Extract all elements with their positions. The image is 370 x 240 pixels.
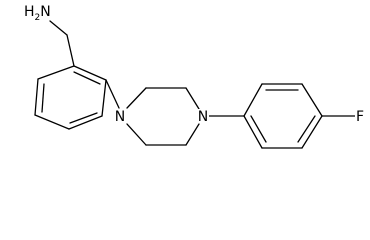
molecule-structure-diagram: H2N N N F xyxy=(24,4,366,149)
fluorine-label: F xyxy=(356,109,364,125)
piperazine-ring xyxy=(126,87,200,146)
piperazine-n4-label: N xyxy=(198,109,208,125)
benzene-ring-a xyxy=(34,65,107,130)
benzene-ring-b xyxy=(243,83,323,149)
bond-ring-ch2 xyxy=(66,34,75,67)
bond-ring-a-n1 xyxy=(105,79,120,109)
amine-label: H2N xyxy=(24,4,51,23)
bond-ch2-nh2 xyxy=(49,20,68,36)
piperazine-n1-label: N xyxy=(115,109,125,125)
